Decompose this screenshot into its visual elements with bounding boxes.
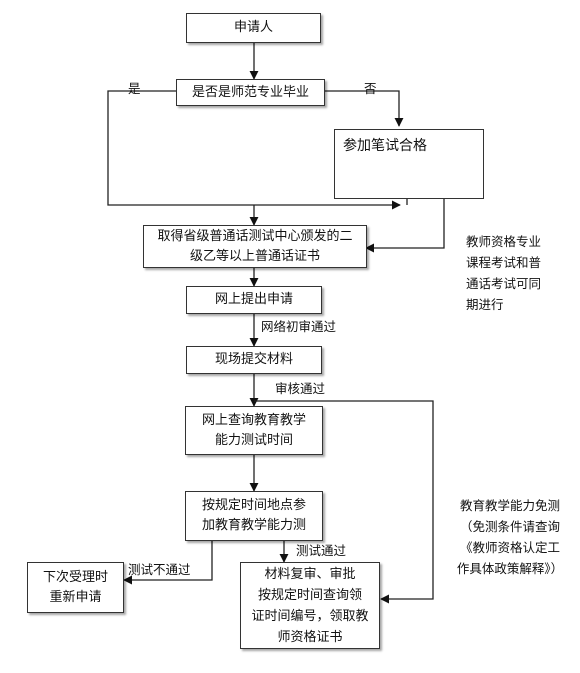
node-putonghua-cert: 取得省级普通话测试中心颁发的二 级乙等以上普通话证书 bbox=[143, 225, 367, 268]
arrow-exemption-path bbox=[254, 400, 434, 604]
node-online-apply: 网上提出申请 bbox=[186, 286, 322, 314]
node-applicant: 申请人 bbox=[186, 13, 321, 43]
note-exemption: 教育教学能力免测 （免测条件请查询 《教师资格认定工 作具体政策解释》） bbox=[456, 498, 564, 576]
label-test-passed: 测试通过 bbox=[296, 543, 347, 558]
node-query-label: 网上查询教育教学 能力测试时间 bbox=[201, 412, 306, 448]
arrow-fail-path bbox=[123, 541, 213, 585]
label-yes: 是 bbox=[128, 81, 141, 96]
node-online-apply-label: 网上提出申请 bbox=[214, 292, 293, 307]
node-take-test-label: 按规定时间地点参 加教育教学能力测 bbox=[201, 498, 306, 533]
label-online-review-passed: 网络初审通过 bbox=[261, 319, 337, 334]
label-no: 否 bbox=[364, 81, 377, 96]
node-take-ability-test: 按规定时间地点参 加教育教学能力测 bbox=[185, 491, 323, 541]
node-review-label: 材料复审、审批 按规定时间查询领 证时间编号，领取教 师资格证书 bbox=[251, 566, 369, 645]
node-submit-label: 现场提交材料 bbox=[214, 352, 293, 367]
node-written-exam: 参加笔试合格 bbox=[334, 129, 484, 199]
node-applicant-label: 申请人 bbox=[233, 20, 273, 35]
node-query-test-time: 网上查询教育教学 能力测试时间 bbox=[185, 406, 323, 455]
node-written-exam-label: 参加笔试合格 bbox=[343, 138, 427, 154]
note-concurrent-exams: 教师资格专业 课程考试和普 通话考试可同 期进行 bbox=[466, 234, 542, 312]
node-is-normal-graduate: 是否是师范专业毕业 bbox=[176, 79, 325, 106]
label-test-failed: 测试不通过 bbox=[128, 562, 191, 577]
arrow-no-path bbox=[324, 90, 404, 127]
node-reapply: 下次受理时 重新申请 bbox=[27, 562, 124, 613]
node-review-and-collect: 材料复审、审批 按规定时间查询领 证时间编号，领取教 师资格证书 bbox=[240, 562, 380, 649]
node-putonghua-label: 取得省级普通话测试中心颁发的二 级乙等以上普通话证书 bbox=[157, 228, 353, 264]
node-decision-label: 是否是师范专业毕业 bbox=[191, 84, 309, 100]
node-reapply-label: 下次受理时 重新申请 bbox=[42, 569, 108, 605]
node-submit-materials: 现场提交材料 bbox=[186, 346, 322, 374]
label-review-passed: 审核通过 bbox=[275, 381, 326, 396]
